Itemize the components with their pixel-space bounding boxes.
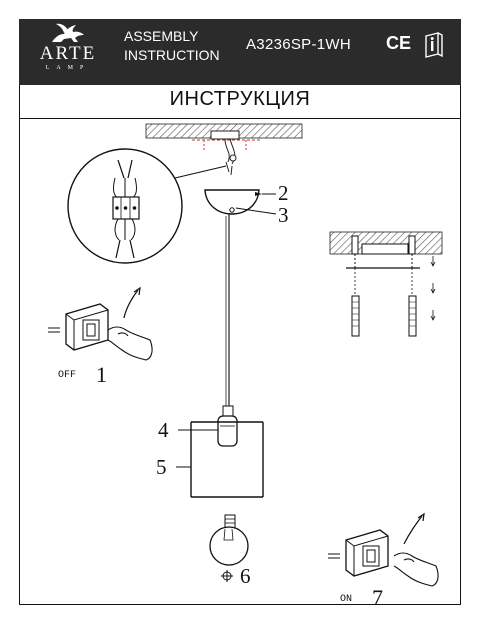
globe-bulb [209, 514, 249, 566]
connector-detail [67, 148, 227, 264]
page-title: ИНСТРУКЦИЯ [169, 88, 311, 110]
title-divider [19, 118, 461, 119]
brand-subtitle: LAMP [45, 65, 91, 71]
callout-5: 5 [156, 455, 167, 479]
callout-7: 7 [372, 585, 383, 610]
callout-3: 3 [278, 203, 289, 227]
ceiling-mount-detail [329, 231, 443, 337]
bulb-type-icon [221, 570, 233, 582]
header-bar [19, 19, 461, 85]
lamp-socket [217, 405, 238, 447]
griffin-logo-icon [52, 23, 84, 42]
callout-4: 4 [158, 418, 169, 442]
ce-mark: CE [386, 33, 412, 53]
hand-press-icon [107, 326, 153, 361]
callout-2: 2 [278, 181, 289, 205]
switch-on-label: ON [340, 594, 353, 605]
switch-off-label: OFF [58, 370, 77, 381]
document-type-line-1: ASSEMBLY [124, 28, 199, 44]
press-arrow-icon [403, 512, 425, 545]
hand-press-icon [393, 552, 439, 587]
brand-logo: ARTE LAMP [26, 43, 110, 72]
wall-switch-on [328, 529, 389, 577]
document-type: ASSEMBLY INSTRUCTION [124, 27, 220, 65]
brand-name: ARTE [39, 43, 97, 64]
callout-3-leader [235, 207, 277, 215]
callout-1: 1 [96, 362, 107, 387]
lamp-shade-frame [190, 421, 264, 498]
canopy [204, 189, 260, 215]
press-arrow-icon [123, 286, 141, 319]
ceiling-slab [145, 123, 303, 150]
callout-6: 6 [240, 564, 251, 588]
read-instructions-icon [425, 32, 443, 58]
wall-switch-off [48, 303, 109, 351]
model-number: A3236SP-1WH [246, 36, 352, 53]
document-type-line-2: INSTRUCTION [124, 47, 220, 63]
callout-2-arrow [255, 192, 262, 196]
supply-wires [224, 138, 237, 176]
